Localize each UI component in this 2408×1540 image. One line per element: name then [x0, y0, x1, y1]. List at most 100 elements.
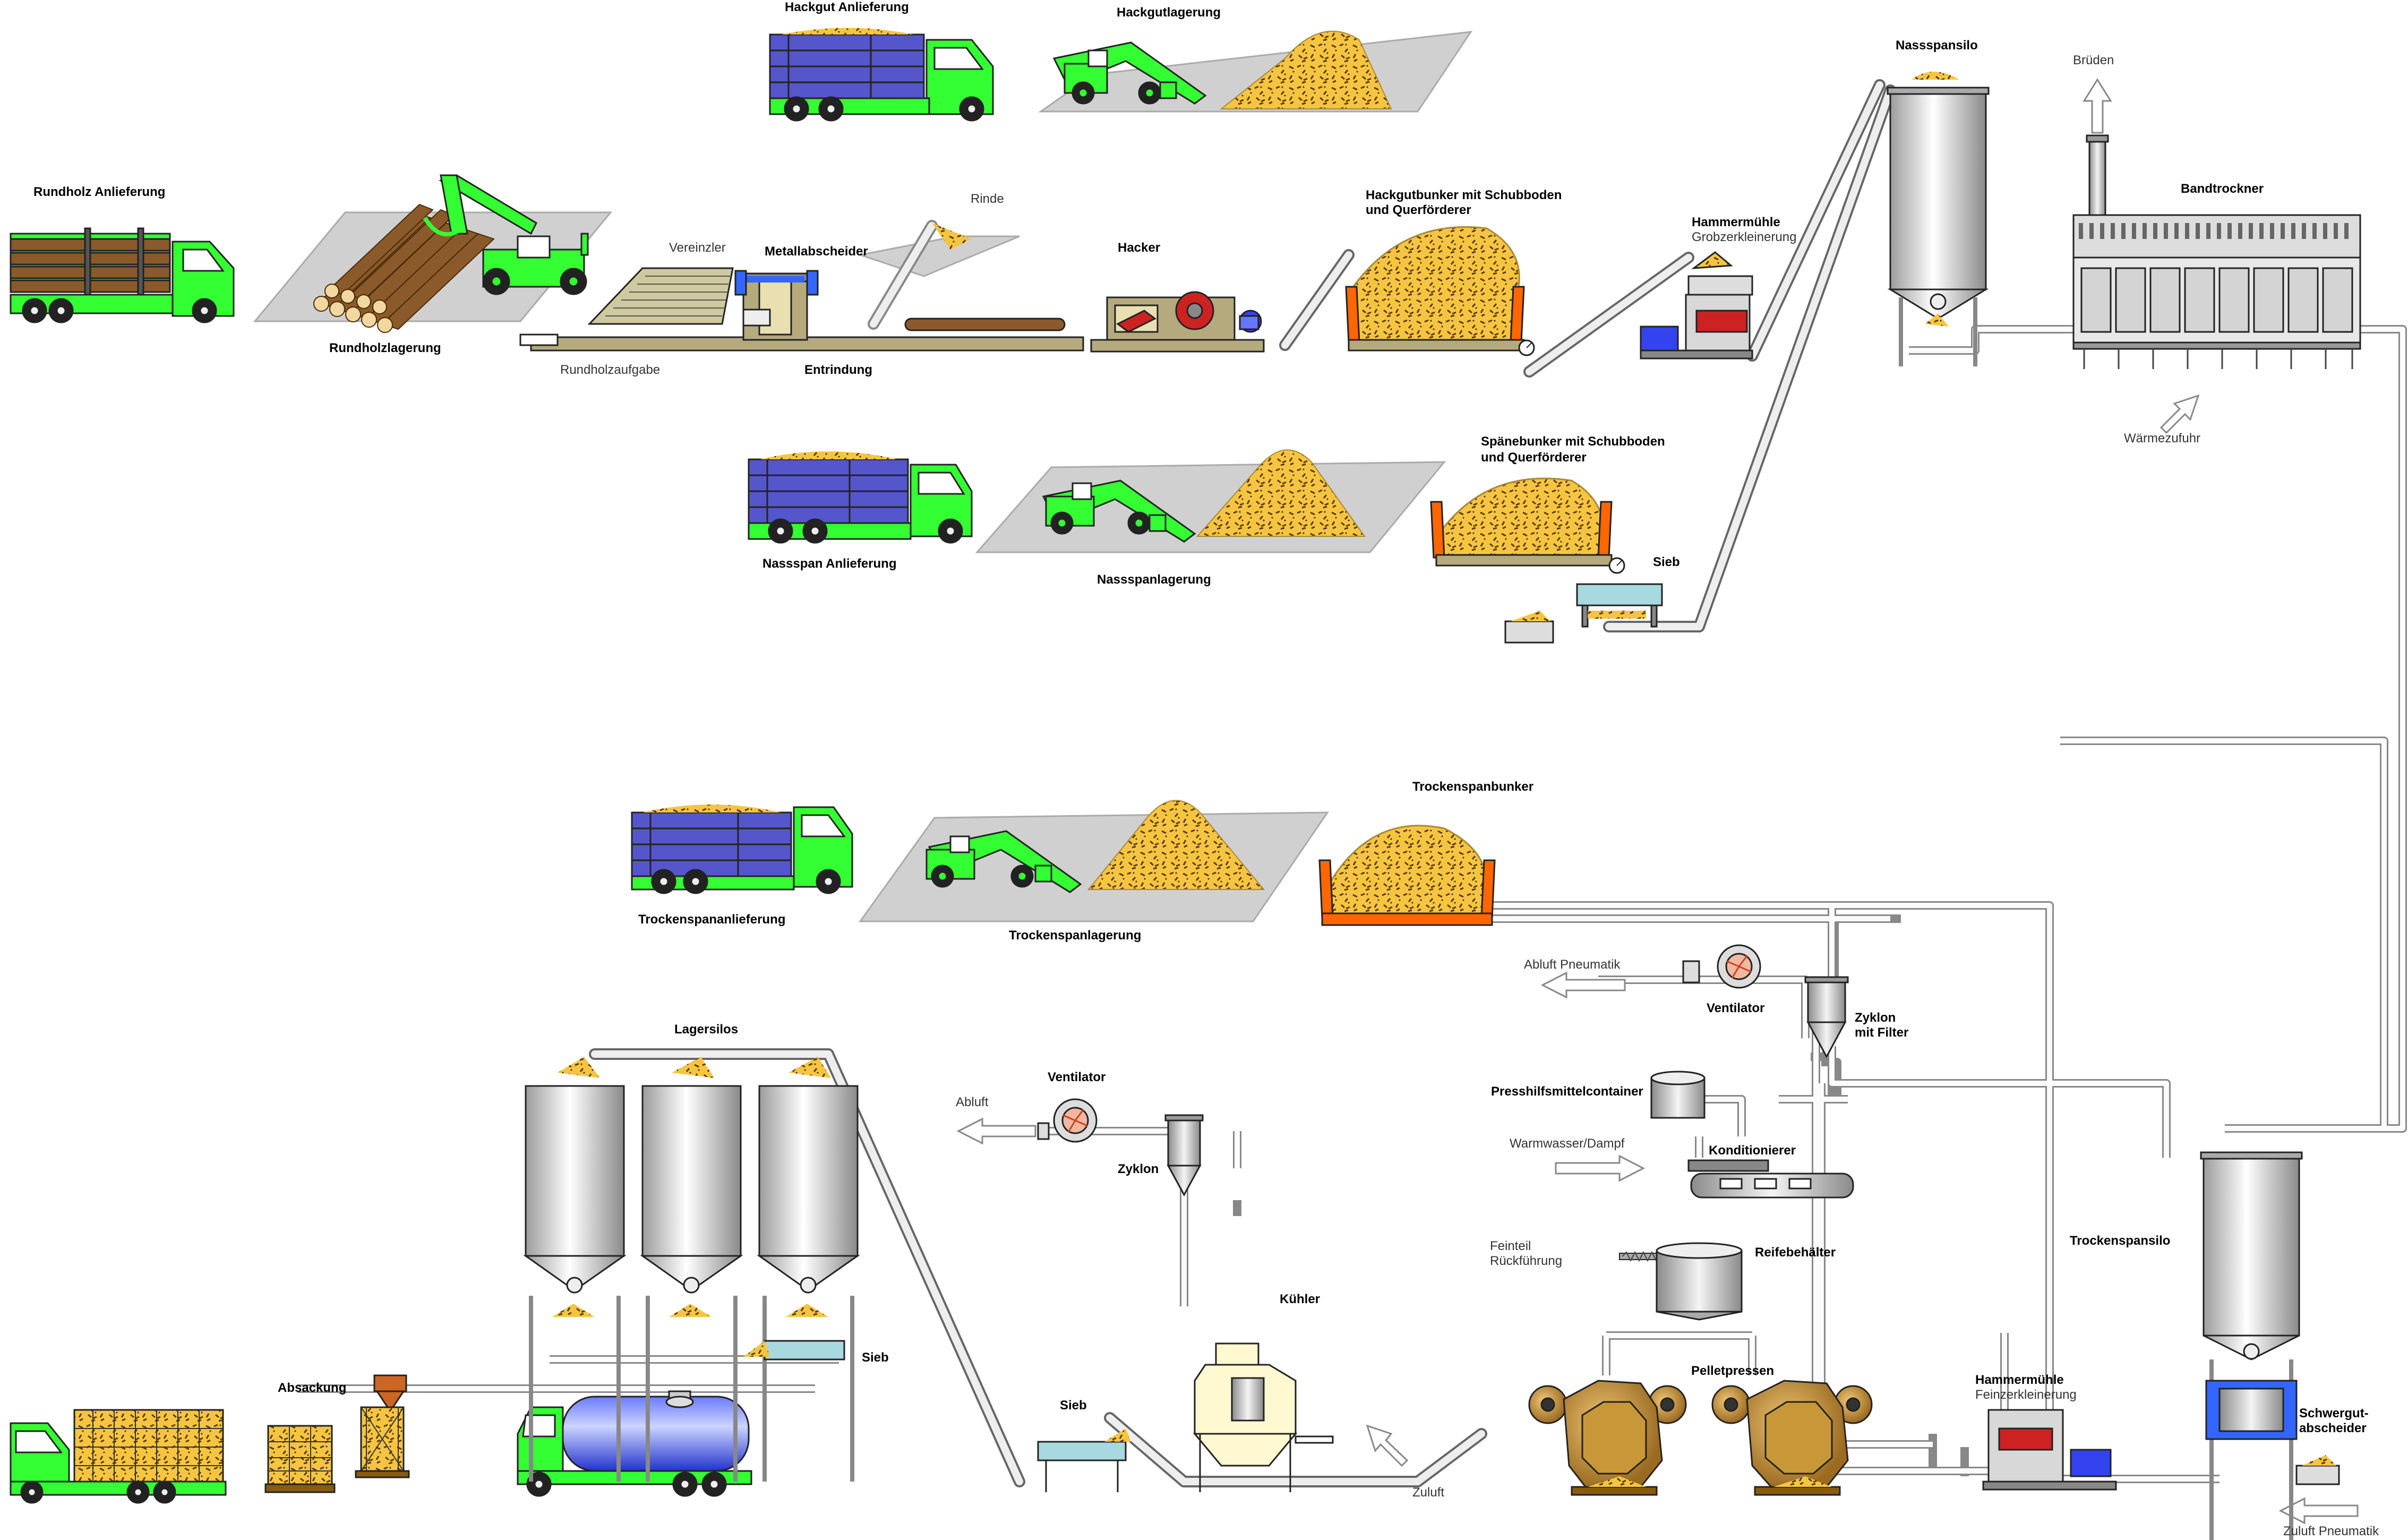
- label-abluft: Abluft: [956, 1095, 989, 1109]
- label-bandtrockner: Bandtrockner: [2181, 182, 2264, 196]
- label-rundholz-anlieferung: Rundholz Anlieferung: [33, 185, 166, 199]
- silo-tanker-truck: [517, 1390, 752, 1497]
- trockenspan-pile: [1087, 800, 1265, 890]
- label-rueckfuehrung: Rückführung: [1490, 1254, 1563, 1268]
- label-ventilator-upper: Ventilator: [1707, 1001, 1765, 1015]
- label-sieb-nassspan: Sieb: [1653, 555, 1680, 569]
- label-rinde: Rinde: [971, 192, 1004, 206]
- label-vereinzler: Vereinzler: [669, 241, 726, 255]
- entrindung-line: [519, 220, 1084, 352]
- reifebehaelter: [1656, 1242, 1743, 1321]
- label-metallabscheider: Metallabscheider: [765, 244, 868, 259]
- bandtrockner: [2072, 134, 2361, 369]
- label-feinteil: Feinteil: [1490, 1239, 1531, 1253]
- abluft-arrow: [956, 1117, 1036, 1145]
- label-lagersilos: Lagersilos: [674, 1022, 739, 1037]
- label-schwergut-2: abscheider: [2299, 1421, 2367, 1435]
- label-absackung: Absackung: [278, 1381, 347, 1395]
- warmwasser-arrow: [1555, 1154, 1646, 1182]
- label-trockenspanbunker: Trockenspanbunker: [1412, 780, 1534, 794]
- label-zuluft: Zuluft: [1412, 1485, 1445, 1500]
- hacker-machine: [1090, 291, 1265, 353]
- brueden-arrow: [2083, 78, 2112, 134]
- label-hacker: Hacker: [1118, 241, 1161, 255]
- label-rundholzaufgabe: Rundholzaufgabe: [560, 363, 661, 377]
- zyklon-lower: [1164, 1114, 1204, 1197]
- nassspan-pile: [1196, 449, 1366, 537]
- presshilfsmittel-container: [1650, 1071, 1706, 1119]
- label-waermezufuhr: Wärmezufuhr: [2124, 431, 2201, 446]
- label-pelletpressen: Pelletpressen: [1691, 1364, 1775, 1378]
- hammermuehle-grob: [1640, 251, 1753, 360]
- abluft-pneumatik-arrow: [1540, 971, 1626, 999]
- trockenspan-silo: [2200, 1151, 2303, 1540]
- pellet-press-1: [1528, 1380, 1687, 1496]
- label-spaenebunker-1: Spänebunker mit Schubboden: [1481, 434, 1665, 449]
- label-nassspan-anlieferung: Nassspan Anlieferung: [762, 557, 897, 571]
- label-abluft-pneumatik: Abluft Pneumatik: [1524, 957, 1621, 972]
- hackgut-pile: [1220, 30, 1392, 109]
- label-hackgut-anlieferung: Hackgut Anlieferung: [785, 0, 909, 14]
- spaene-bunker: [1430, 477, 1625, 574]
- rundholz-log-pile: [313, 203, 495, 333]
- ventilator-lower: [1037, 1098, 1098, 1143]
- sieb-lagersilo: [743, 1340, 845, 1361]
- absackung: [355, 1374, 410, 1478]
- log-crane: [423, 174, 589, 295]
- rinde-plate: [857, 235, 1020, 277]
- rundholz-truck: [10, 227, 235, 323]
- label-hackgutbunker-1: Hackgutbunker mit Schubboden: [1366, 188, 1562, 202]
- pellet-press-2: [1711, 1380, 1873, 1496]
- zuluft-arrow: [1366, 1424, 1409, 1467]
- schwergut-abscheider: [2205, 1380, 2340, 1485]
- nassspan-silo: [1887, 72, 1990, 366]
- label-trockenspanlagerung: Trockenspanlagerung: [1009, 928, 1142, 943]
- label-feinzerkleinerung: Feinzerkleinerung: [1975, 1388, 2077, 1402]
- conveyors: [589, 79, 1896, 1487]
- label-reifebehaelter: Reifebehälter: [1755, 1245, 1836, 1260]
- kuehler: [1193, 1342, 1334, 1492]
- waermezufuhr-arrow: [2160, 394, 2200, 434]
- label-warmwasser-dampf: Warmwasser/Dampf: [1510, 1136, 1625, 1151]
- konditionierer: [1687, 1159, 1854, 1199]
- hackgut-bunker: [1345, 226, 1535, 356]
- pellet-pallet: [264, 1425, 336, 1493]
- label-rundholzlagerung: Rundholzlagerung: [329, 341, 441, 355]
- label-grobzerkleinerung: Grobzerkleinerung: [1692, 230, 1797, 244]
- lagersilos: [523, 1057, 860, 1482]
- label-brueden: Brüden: [2073, 53, 2114, 67]
- flow-arrows: [956, 78, 2359, 1525]
- label-nassspansilo: Nassspansilo: [1896, 38, 1978, 53]
- ventilator-upper: [1682, 944, 1761, 989]
- sieb-kuehler: [1037, 1428, 1131, 1492]
- hammermuehle-fein: [1982, 1409, 2117, 1491]
- label-kuehler: Kühler: [1280, 1292, 1321, 1306]
- label-trockenspananlieferung: Trockenspananlieferung: [638, 912, 786, 927]
- label-zyklon-lower: Zyklon: [1118, 1162, 1159, 1176]
- label-presshilfsmittelcontainer: Presshilfsmittelcontainer: [1491, 1084, 1643, 1099]
- trockenspan-bunker: [1318, 825, 1496, 926]
- nassspan-truck: [748, 451, 973, 544]
- label-nassspanlagerung: Nassspanlagerung: [1097, 572, 1211, 587]
- trockenspan-truck: [631, 805, 853, 894]
- label-zyklon-filter-2: mit Filter: [1855, 1025, 1909, 1040]
- hackgut-loader: [1052, 41, 1207, 105]
- trockenspan-loader: [926, 830, 1082, 893]
- label-entrindung: Entrindung: [804, 363, 872, 377]
- sieb-nassspan: [1504, 583, 1663, 644]
- label-schwergut-1: Schwergut-: [2299, 1406, 2369, 1421]
- zyklon-filter-upper: [1804, 976, 1849, 1059]
- label-hammermuehle-fein: Hammermühle: [1975, 1373, 2064, 1387]
- label-sieb-lagersilo: Sieb: [862, 1350, 889, 1365]
- nassspan-loader: [1042, 480, 1196, 543]
- label-hackgutbunker-2: und Querförderer: [1366, 203, 1471, 217]
- label-sieb-kuehler: Sieb: [1060, 1398, 1087, 1413]
- pellet-pallet-truck: [10, 1409, 227, 1504]
- label-ventilator-lower: Ventilator: [1048, 1070, 1106, 1084]
- label-hackgutlagerung: Hackgutlagerung: [1117, 5, 1221, 20]
- label-trockenspansilo: Trockenspansilo: [2070, 1234, 2171, 1248]
- label-konditionierer: Konditionierer: [1709, 1143, 1796, 1158]
- label-hammermuehle-grob: Hammermühle: [1692, 215, 1780, 229]
- label-spaenebunker-2: und Querförderer: [1481, 450, 1587, 465]
